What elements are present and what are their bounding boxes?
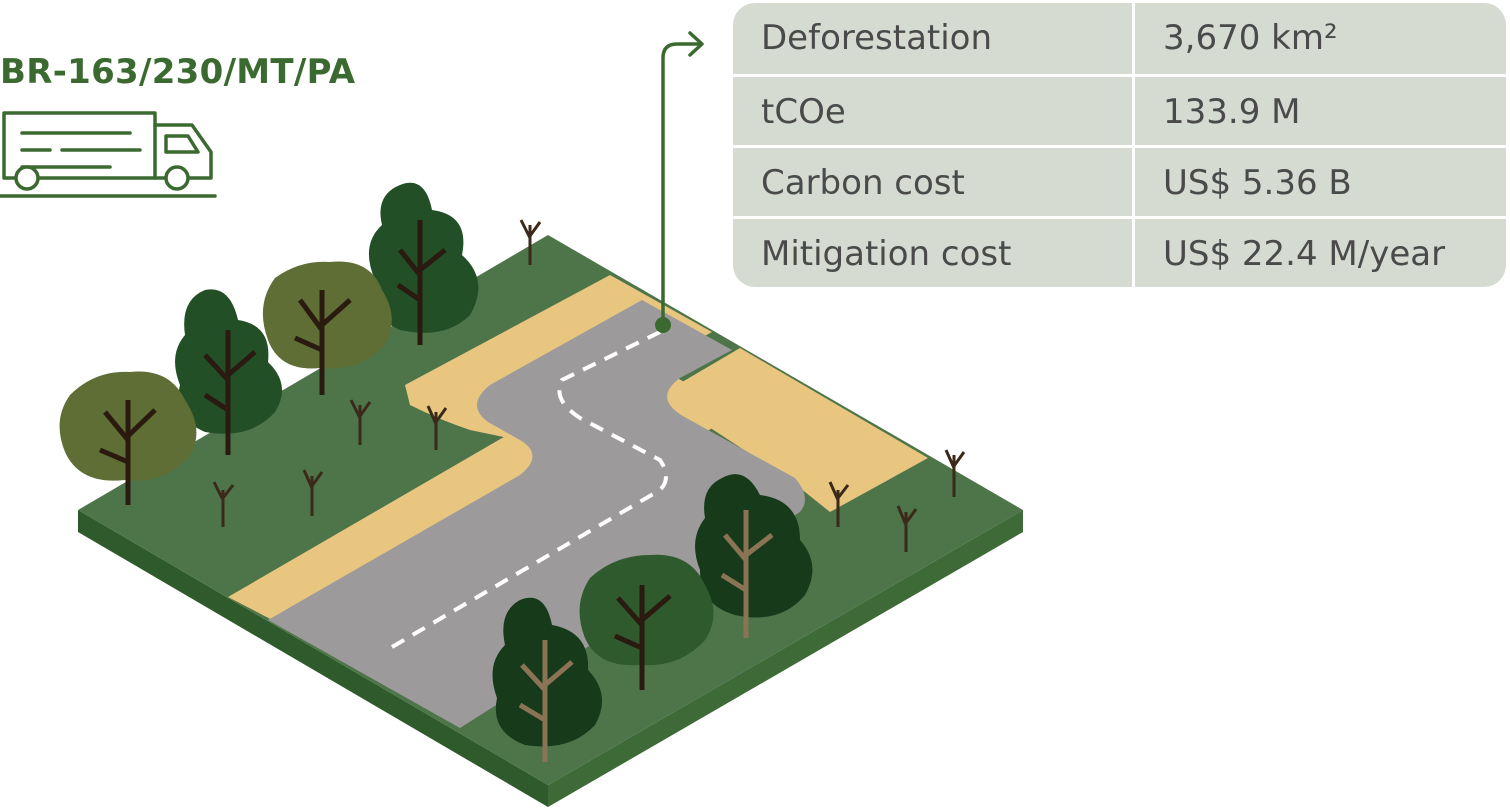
- tree-olive-2: [59, 371, 197, 505]
- tree-stumps: [212, 219, 966, 552]
- road-surface: [268, 300, 805, 728]
- road-center-line: [390, 330, 668, 649]
- tree-dark-4: [579, 554, 714, 690]
- tree-olive-1: [262, 261, 392, 395]
- arrow-right-icon: [688, 31, 704, 57]
- tree-dark-3: [695, 474, 813, 638]
- stat-label: tCOe: [761, 92, 846, 132]
- stat-row-tcoe: tCOe 133.9 M: [733, 74, 1506, 145]
- ground-left-side: [78, 510, 548, 807]
- stat-value: US$ 5.36 B: [1163, 163, 1352, 203]
- stat-row-deforestation: Deforestation 3,670 km²: [733, 3, 1506, 74]
- column-divider: [1132, 3, 1135, 287]
- stat-value: 133.9 M: [1163, 92, 1301, 132]
- callout-leader-line: [661, 42, 700, 325]
- stat-value: US$ 22.4 M/year: [1163, 234, 1446, 274]
- stats-panel: Deforestation 3,670 km² tCOe 133.9 M Car…: [733, 3, 1506, 287]
- callout-anchor-dot: [655, 317, 671, 333]
- stat-row-carbon-cost: Carbon cost US$ 5.36 B: [733, 145, 1506, 216]
- tree-dark-5: [492, 597, 603, 762]
- route-title: BR-163/230/MT/PA: [0, 52, 356, 92]
- tree-dark-2: [175, 289, 283, 455]
- stat-row-mitigation-cost: Mitigation cost US$ 22.4 M/year: [733, 216, 1506, 287]
- sand-shoulder-right: [660, 348, 928, 512]
- stat-label: Deforestation: [761, 18, 993, 58]
- stat-value: 3,670 km²: [1163, 18, 1338, 58]
- ground-right-side: [548, 510, 1023, 807]
- stat-label: Carbon cost: [761, 163, 965, 203]
- tree-dark-1: [368, 182, 479, 345]
- truck-icon: [0, 111, 217, 198]
- stat-label: Mitigation cost: [761, 234, 1012, 274]
